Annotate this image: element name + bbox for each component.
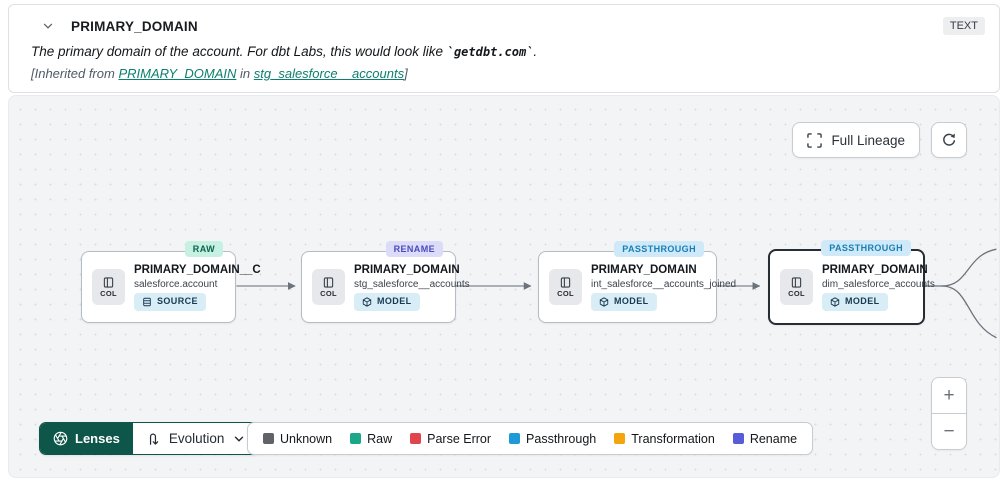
refresh-icon — [943, 133, 956, 146]
zoom-out-button[interactable]: − — [932, 414, 966, 449]
legend-item-passthrough: Passthrough — [509, 432, 596, 446]
legend-label: Passthrough — [526, 431, 597, 446]
model-icon — [830, 296, 840, 307]
column-type-icon: COL — [92, 269, 125, 305]
inherited-note: [Inherited from PRIMARY_DOMAIN in stg_sa… — [31, 66, 985, 81]
model-icon — [599, 296, 609, 307]
legend-label: Parse Error — [427, 431, 492, 446]
col-label: COL — [100, 288, 117, 298]
description-period: . — [533, 44, 538, 59]
evolution-tag: PASSTHROUGH — [821, 240, 911, 256]
inherited-suffix: ] — [404, 66, 408, 81]
resource-badge: MODEL — [354, 292, 420, 311]
legend-swatch — [350, 433, 362, 444]
column-description: The primary domain of the account. For d… — [31, 44, 985, 59]
columns-icon — [560, 276, 571, 288]
data-type-badge: TEXT — [942, 17, 985, 35]
lineage-node-int[interactable]: PASSTHROUGH COL PRIMARY_DOMAIN int_sales… — [538, 241, 737, 323]
inherited-middle: in — [236, 66, 254, 81]
legend-item-transformation: Transformation — [614, 432, 715, 446]
lenses-control: Lenses Evolution — [39, 422, 260, 455]
legend-swatch — [410, 433, 422, 444]
resource-label: MODEL — [845, 296, 880, 306]
evolution-tag: PASSTHROUGH — [614, 241, 704, 257]
model-icon — [362, 296, 372, 307]
legend-label: Raw — [367, 431, 393, 446]
node-title: PRIMARY_DOMAIN — [822, 263, 928, 276]
legend-item-rename: Rename — [732, 431, 798, 446]
column-title: PRIMARY_DOMAIN — [71, 18, 198, 34]
zoom-controls: + − — [931, 377, 967, 450]
col-label: COL — [557, 288, 574, 298]
legend-item-raw: Raw — [350, 432, 392, 446]
full-lineage-button[interactable]: Full Lineage — [792, 122, 920, 158]
resource-badge: MODEL — [822, 292, 888, 311]
legend-swatch — [263, 433, 274, 444]
col-label: COL — [320, 288, 337, 298]
expand-icon — [807, 132, 823, 148]
legend-label: Rename — [749, 431, 798, 446]
evolution-legend: Unknown Raw Parse Error Passthrough Tran… — [247, 422, 814, 455]
zoom-in-button[interactable]: + — [932, 378, 966, 413]
legend-item-unknown: Unknown — [263, 432, 332, 446]
lineage-canvas[interactable]: RAW COL PRIMARY_DOMAIN__C salesforce.acc… — [8, 95, 1000, 478]
refresh-button[interactable] — [931, 122, 967, 158]
node-subtitle: int_salesforce__accounts_joined — [591, 278, 737, 290]
evolution-icon — [149, 433, 159, 445]
evolution-tag: RAW — [184, 241, 223, 257]
zoom-divider — [932, 413, 966, 414]
node-subtitle: dim_salesforce_accounts — [822, 278, 935, 290]
inherited-column-link[interactable]: PRIMARY_DOMAIN — [118, 66, 237, 81]
resource-label: SOURCE — [157, 296, 198, 306]
legend-label: Unknown — [280, 431, 333, 446]
node-title: PRIMARY_DOMAIN — [591, 263, 697, 276]
resource-badge: MODEL — [591, 292, 657, 311]
column-header-row: PRIMARY_DOMAIN TEXT — [31, 14, 985, 38]
chevron-down-icon — [235, 436, 244, 442]
resource-badge: SOURCE — [134, 292, 206, 311]
node-subtitle: stg_salesforce__accounts — [354, 278, 470, 290]
node-subtitle: salesforce.account — [134, 278, 218, 290]
lineage-node-dim[interactable]: PASSTHROUGH COL PRIMARY_DOMAIN dim_sales… — [768, 240, 935, 325]
lenses-label: Lenses — [75, 431, 120, 446]
description-text: The primary domain of the account. For d… — [31, 44, 447, 59]
legend-item-parse-error: Parse Error — [410, 432, 491, 446]
column-detail-card: PRIMARY_DOMAIN TEXT The primary domain o… — [8, 4, 1000, 93]
collapse-button[interactable] — [39, 17, 57, 35]
lineage-node-stg[interactable]: RENAME COL PRIMARY_DOMAIN stg_salesforce… — [301, 241, 470, 323]
columns-icon — [323, 276, 334, 288]
resource-label: MODEL — [377, 296, 412, 306]
legend-swatch — [732, 433, 744, 444]
column-type-icon: COL — [780, 269, 813, 305]
full-lineage-label: Full Lineage — [831, 132, 905, 148]
legend-swatch — [509, 433, 521, 444]
columns-icon — [791, 276, 802, 288]
inherited-model-link[interactable]: stg_salesforce__accounts — [253, 66, 405, 81]
resource-label: MODEL — [614, 296, 649, 306]
lens-selected-label: Evolution — [168, 431, 225, 446]
aperture-icon — [53, 431, 68, 446]
column-type-icon: COL — [312, 269, 345, 305]
chevron-down-icon — [43, 23, 53, 29]
legend-label: Transformation — [631, 431, 715, 446]
node-title: PRIMARY_DOMAIN — [354, 263, 460, 276]
lens-selector[interactable]: Evolution — [132, 423, 259, 454]
node-title: PRIMARY_DOMAIN__C — [134, 263, 261, 276]
column-type-icon: COL — [549, 269, 582, 305]
col-label: COL — [788, 288, 805, 298]
legend-swatch — [614, 433, 626, 444]
description-code: `getdbt.com` — [446, 45, 534, 59]
columns-icon — [103, 276, 114, 288]
inherited-prefix: [Inherited from — [31, 66, 119, 81]
evolution-tag: RENAME — [385, 241, 443, 257]
lineage-node-source[interactable]: RAW COL PRIMARY_DOMAIN__C salesforce.acc… — [81, 241, 261, 323]
source-icon — [143, 297, 151, 306]
lenses-button[interactable]: Lenses — [40, 423, 133, 454]
